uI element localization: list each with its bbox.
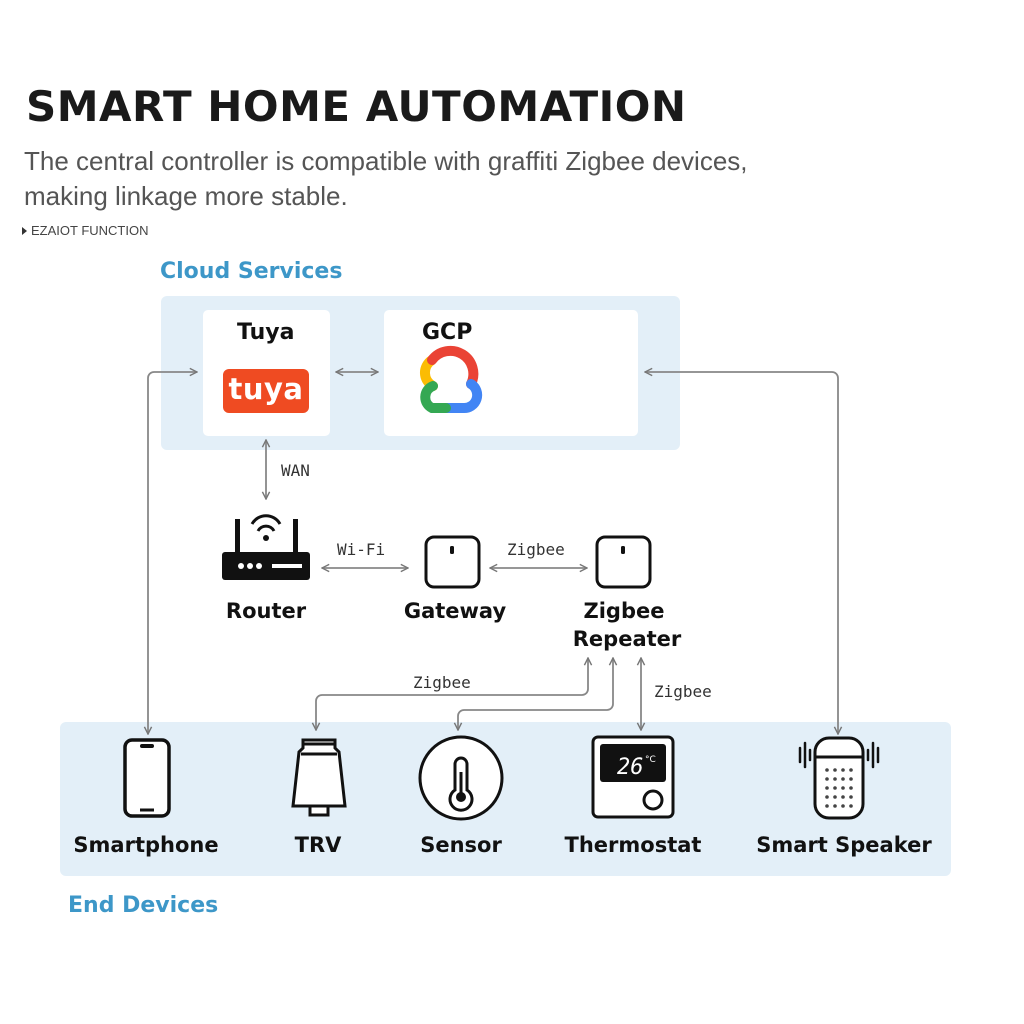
page-title: SMART HOME AUTOMATION bbox=[26, 82, 687, 131]
play-triangle-icon bbox=[22, 227, 27, 235]
thermostat-icon bbox=[591, 735, 675, 819]
smartphone-label: Smartphone bbox=[73, 833, 219, 857]
speaker-gcp-link bbox=[645, 372, 838, 734]
subtitle-line-2: making linkage more stable. bbox=[24, 181, 348, 211]
wifi-label: Wi-Fi bbox=[337, 540, 386, 559]
smart-speaker-label: Smart Speaker bbox=[756, 833, 932, 857]
zigbee-gateway-repeater-label: Zigbee bbox=[507, 540, 565, 559]
repeater-label-line-1: Zigbee bbox=[583, 599, 665, 623]
tuya-logo: tuya bbox=[223, 369, 309, 413]
cloud-services-label: Cloud Services bbox=[160, 259, 343, 284]
router-icon bbox=[222, 514, 310, 580]
sensor-label: Sensor bbox=[420, 833, 502, 857]
repeater-sensor-link bbox=[458, 658, 613, 730]
google-cloud-icon bbox=[419, 345, 483, 414]
smartphone-icon bbox=[123, 738, 171, 818]
gcp-title: GCP bbox=[422, 320, 473, 345]
zigbee-repeater-thermostat-label: Zigbee bbox=[654, 682, 712, 701]
tagline: EZAIOT FUNCTION bbox=[22, 223, 148, 238]
thermostat-display-unit: °C bbox=[645, 755, 656, 765]
connection-lines bbox=[148, 372, 838, 734]
router-label: Router bbox=[225, 599, 307, 623]
zigbee-repeater-devices-label: Zigbee bbox=[413, 673, 471, 692]
gateway-label: Gateway bbox=[403, 599, 507, 623]
tuya-title: Tuya bbox=[237, 320, 295, 345]
repeater-label-line-2: Repeater bbox=[572, 627, 682, 651]
zigbee-repeater-icon bbox=[595, 535, 652, 589]
smart-speaker-icon bbox=[798, 736, 880, 820]
gateway-icon bbox=[424, 535, 481, 589]
subtitle-line-1: The central controller is compatible wit… bbox=[24, 146, 748, 176]
trv-label: TRV bbox=[294, 833, 342, 857]
end-devices-label: End Devices bbox=[68, 893, 219, 918]
end-devices-panel bbox=[60, 722, 951, 876]
sensor-icon bbox=[418, 735, 504, 821]
thermostat-label: Thermostat bbox=[564, 833, 702, 857]
repeater-trv-link bbox=[316, 658, 588, 730]
wan-label: WAN bbox=[281, 461, 310, 480]
tagline-text: EZAIOT FUNCTION bbox=[31, 223, 149, 238]
thermostat-display-value: 26 bbox=[617, 755, 644, 780]
smartphone-tuya-link bbox=[148, 372, 197, 734]
trv-icon bbox=[291, 738, 347, 817]
